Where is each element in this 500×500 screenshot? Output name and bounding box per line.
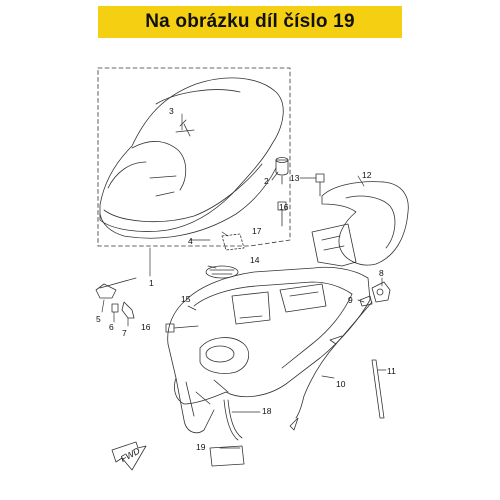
part-label-2: 2 <box>264 176 269 186</box>
pad-19-illustration <box>209 445 245 467</box>
hinge-parts-illustration <box>95 277 137 319</box>
part-label-7: 7 <box>122 328 127 338</box>
part-label-10: 10 <box>336 379 346 389</box>
part-callouts: 3 2 4 1 5 6 7 8 9 10 11 12 13 14 15 16 1… <box>96 106 396 464</box>
hose-18-illustration <box>223 399 239 441</box>
emblem-illustration <box>205 265 239 279</box>
title-banner: Na obrázku díl číslo 19 <box>98 6 402 38</box>
seat-illustration <box>99 77 284 239</box>
bolt-16-upper-illustration <box>277 201 287 227</box>
part-label-8: 8 <box>379 268 384 278</box>
rear-box-illustration <box>311 181 409 267</box>
part-label-12: 12 <box>362 170 372 180</box>
bolt-16-lower-illustration <box>165 323 199 333</box>
title-text: Na obrázku díl číslo 19 <box>145 11 355 32</box>
part-label-16-upper: 16 <box>279 202 289 212</box>
storage-box-illustration <box>167 266 371 434</box>
part-label-1: 1 <box>149 278 154 288</box>
part-label-14: 14 <box>250 255 260 265</box>
bolt-13-illustration <box>315 173 325 197</box>
seat-lock-cable <box>295 301 373 419</box>
part-label-11: 11 <box>387 366 396 376</box>
part-label-13: 13 <box>290 173 300 183</box>
part-label-17: 17 <box>252 226 262 236</box>
seat-lock-illustration <box>359 281 391 307</box>
part-label-18: 18 <box>262 406 272 416</box>
rod-11-illustration <box>371 359 385 419</box>
part-label-6: 6 <box>109 322 114 332</box>
part-label-19: 19 <box>196 442 206 452</box>
fwd-arrow-illustration <box>111 441 147 471</box>
part-label-16-lower: 16 <box>141 322 151 332</box>
part-label-9: 9 <box>348 295 353 305</box>
damper-illustration <box>275 157 289 185</box>
part-label-4: 4 <box>188 236 193 246</box>
part-label-3: 3 <box>169 106 174 116</box>
part-label-15: 15 <box>181 294 191 304</box>
part-label-5: 5 <box>96 314 101 324</box>
label-17-illustration <box>221 233 245 251</box>
